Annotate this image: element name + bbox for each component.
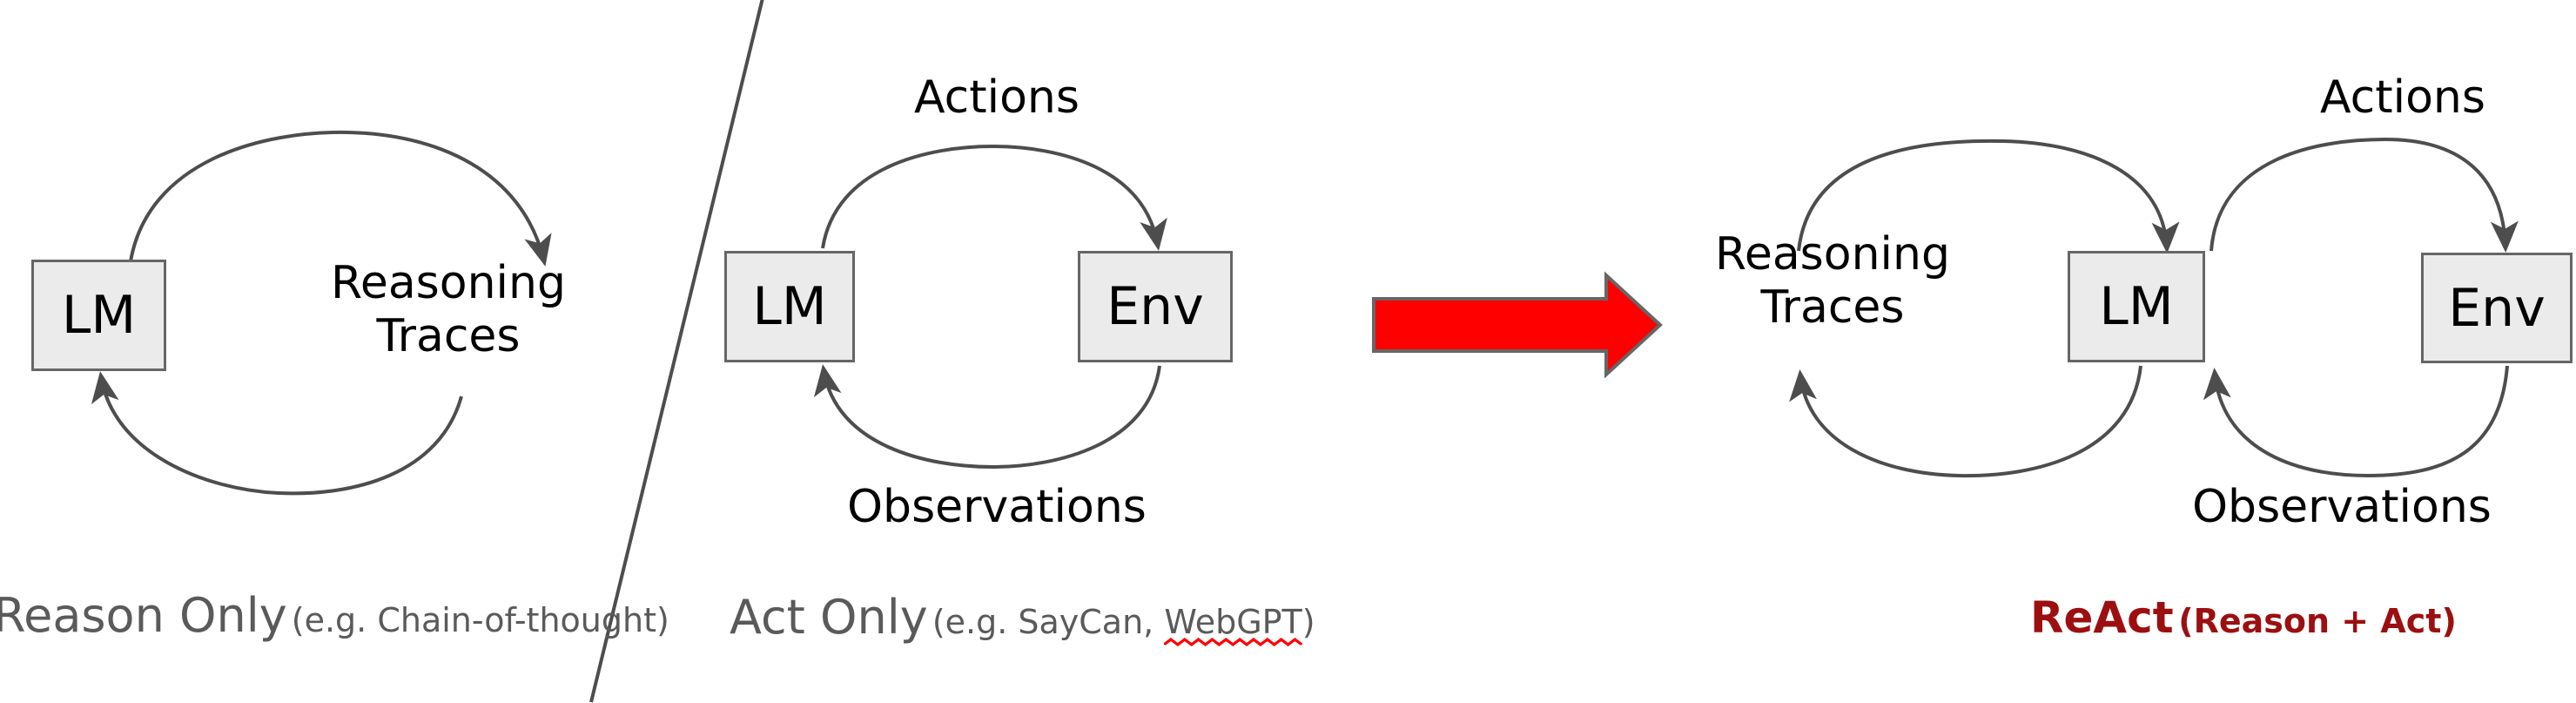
flow-label-reasoning-traces-left: Reasoning Traces	[322, 257, 575, 364]
caption-sub-suffix: )	[1301, 603, 1315, 641]
node-env-react[interactable]: Env	[2421, 253, 2573, 363]
caption-main-text: Reason Only	[0, 588, 287, 643]
caption-sub-prefix: (e.g. SayCan,	[932, 603, 1165, 641]
flow-label-observations-react: Observations	[2168, 481, 2516, 534]
act-only-loop	[813, 144, 1167, 470]
flow-label-line2: Traces	[376, 310, 521, 363]
react-action-loop	[2203, 137, 2519, 478]
flow-label-reasoning-traces-react: Reasoning Traces	[1702, 228, 1963, 335]
caption-main-text: ReAct	[2030, 592, 2174, 643]
caption-sub-text: (e.g. Chain-of-thought)	[291, 601, 669, 639]
node-lm-react[interactable]: LM	[2068, 251, 2205, 362]
node-lm-reason-only[interactable]: LM	[31, 260, 166, 371]
arc-observations-env-to-lm	[813, 364, 1161, 470]
reason-only-loop	[91, 130, 552, 496]
arc-actions-lm-to-env	[821, 144, 1167, 251]
node-label: LM	[2099, 276, 2174, 337]
flow-label-line1: Reasoning	[1715, 228, 1950, 281]
flow-label-line1: Observations	[847, 481, 1147, 533]
caption-sub-text: (Reason + Act)	[2178, 602, 2457, 640]
node-label: Env	[2448, 277, 2546, 339]
node-label: Env	[1106, 276, 1204, 337]
flow-label-line1: Reasoning	[331, 257, 566, 309]
node-lm-act-only[interactable]: LM	[724, 251, 855, 362]
flow-label-line1: Actions	[2320, 71, 2485, 124]
node-label: LM	[61, 285, 137, 346]
arc-observations-env-to-lm	[2203, 365, 2509, 478]
diagonal-divider	[589, 0, 764, 703]
red-transition-arrow	[1372, 271, 1663, 379]
flow-label-observations-middle: Observations	[823, 481, 1171, 534]
flow-label-actions-middle: Actions	[875, 71, 1119, 125]
react-reasoning-loop	[1789, 139, 2180, 478]
spellcheck-squiggle-icon	[1164, 638, 1302, 646]
caption-misspelled-word: WebGPT	[1164, 603, 1302, 646]
arc-reasoning-to-lm	[91, 371, 463, 496]
node-env-act-only[interactable]: Env	[1078, 251, 1233, 362]
caption-act-only: Act Only (e.g. SayCan, WebGPT)	[730, 594, 1315, 646]
misspelled-text: WebGPT	[1164, 603, 1302, 641]
flow-label-line1: Actions	[914, 71, 1079, 124]
caption-main-text: Act Only	[730, 590, 928, 645]
caption-reason-only: Reason Only (e.g. Chain-of-thought)	[0, 592, 669, 639]
flow-label-line2: Traces	[1760, 281, 1905, 335]
flow-label-actions-react: Actions	[2281, 71, 2525, 125]
node-label: LM	[752, 276, 827, 337]
arc-reasoning-traces-to-lm	[1789, 365, 2142, 478]
caption-react: ReAct (Reason + Act)	[2030, 596, 2457, 639]
arc-reasoning-lm-to-traces	[1797, 139, 2180, 253]
flow-label-line1: Observations	[2192, 481, 2492, 533]
arc-lm-to-reasoning	[129, 130, 552, 267]
arc-actions-lm-to-env	[2209, 137, 2519, 253]
